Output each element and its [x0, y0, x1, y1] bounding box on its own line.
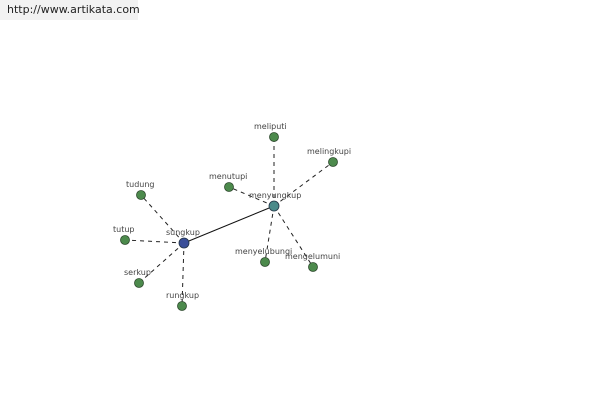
- node-label-serkup[interactable]: serkup: [124, 268, 151, 277]
- site-url-link[interactable]: http://www.artikata.com: [0, 0, 140, 20]
- edge-menyungkup-menyelubungi: [264, 205, 275, 263]
- node-label-melingkupi[interactable]: melingkupi: [307, 147, 351, 156]
- edge-sungkup-menyungkup: [183, 205, 275, 244]
- edge-sungkup-serkup: [138, 242, 185, 284]
- node-tudung[interactable]: [136, 190, 146, 200]
- node-label-menyungkup[interactable]: menyungkup: [249, 191, 301, 200]
- edge-sungkup-tutup: [124, 239, 185, 244]
- node-label-tutup[interactable]: tutup: [113, 225, 135, 234]
- node-label-sungkup[interactable]: sungkup: [166, 228, 200, 237]
- node-menutupi[interactable]: [224, 182, 234, 192]
- node-menyelubungi[interactable]: [260, 257, 270, 267]
- graph-labels: sungkup menyungkup tudung tutup serkup rungku…: [113, 122, 351, 300]
- node-label-mengelumuni[interactable]: mengelumuni: [285, 252, 340, 261]
- node-melingkupi[interactable]: [328, 157, 338, 167]
- node-serkup[interactable]: [134, 278, 144, 288]
- node-label-meliputi[interactable]: meliputi: [254, 122, 287, 131]
- graph-nodes: [120, 132, 338, 311]
- graph-edges: [124, 137, 334, 307]
- node-sungkup[interactable]: [178, 237, 190, 249]
- edge-sungkup-tudung: [140, 194, 185, 244]
- node-label-rungkup[interactable]: rungkup: [166, 291, 199, 300]
- node-mengelumuni[interactable]: [308, 262, 318, 272]
- node-label-menyelubungi[interactable]: menyelubungi: [235, 247, 292, 256]
- node-rungkup[interactable]: [177, 301, 187, 311]
- edge-menyungkup-menutupi: [228, 186, 275, 207]
- node-label-menutupi[interactable]: menutupi: [209, 172, 247, 181]
- node-label-tudung[interactable]: tudung: [126, 180, 155, 189]
- edge-sungkup-rungkup: [181, 242, 185, 307]
- node-menyungkup[interactable]: [268, 200, 280, 212]
- node-meliputi[interactable]: [269, 132, 279, 142]
- node-tutup[interactable]: [120, 235, 130, 245]
